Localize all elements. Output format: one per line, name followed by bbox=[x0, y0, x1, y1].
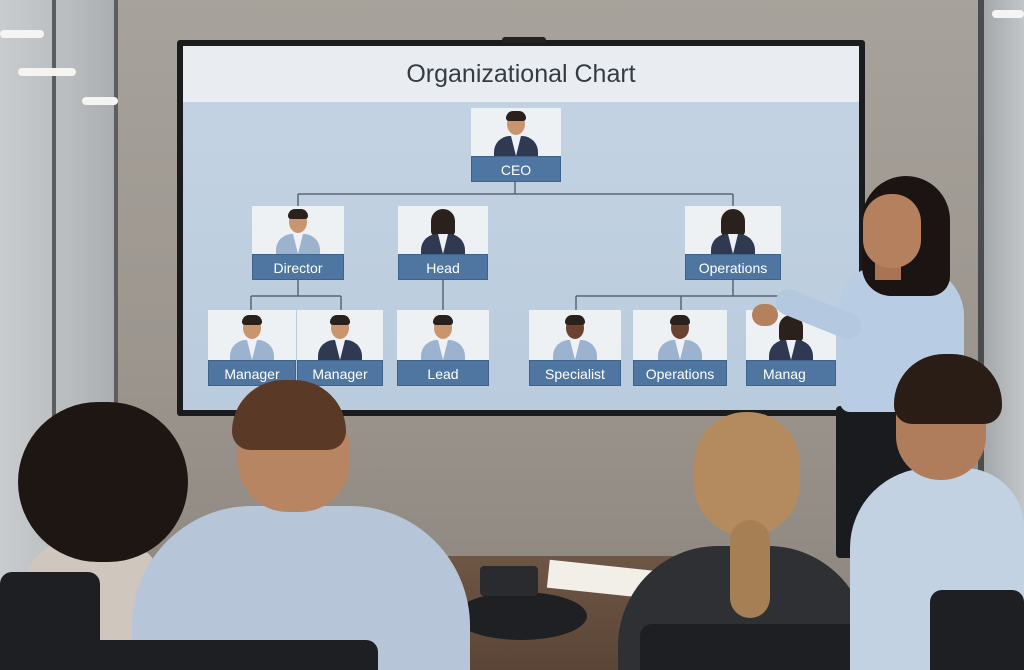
person-icon bbox=[226, 314, 278, 360]
org-node-label: CEO bbox=[471, 156, 561, 182]
ceiling-light bbox=[0, 30, 44, 38]
org-node-label: Director bbox=[252, 254, 344, 280]
glass-wall-right bbox=[978, 0, 1024, 560]
conference-phone-display bbox=[480, 566, 538, 596]
portrait-photo bbox=[208, 310, 296, 360]
portrait-photo bbox=[685, 206, 781, 254]
audience-ponytail bbox=[730, 520, 770, 618]
conference-phone bbox=[455, 592, 587, 640]
person-icon bbox=[549, 314, 601, 360]
org-node-label: Manager bbox=[297, 360, 383, 386]
org-chart-connectors bbox=[250, 182, 794, 310]
org-node-label: Operations bbox=[685, 254, 781, 280]
portrait-photo bbox=[633, 310, 727, 360]
presenter-hand bbox=[752, 304, 778, 326]
person-icon bbox=[314, 314, 366, 360]
org-node-label: Operations bbox=[633, 360, 727, 386]
chair bbox=[0, 572, 100, 670]
org-node-director: Director bbox=[252, 206, 344, 280]
audience-hair-blonde bbox=[694, 412, 800, 536]
person-icon bbox=[707, 208, 759, 254]
ceiling-light bbox=[18, 68, 76, 76]
portrait-photo bbox=[529, 310, 621, 360]
person-icon bbox=[654, 314, 706, 360]
glass-frame bbox=[52, 0, 56, 600]
ceiling-light bbox=[992, 10, 1024, 18]
audience-hair-curly bbox=[18, 402, 188, 562]
org-node-specialist: Specialist bbox=[529, 310, 621, 386]
person-icon bbox=[417, 314, 469, 360]
org-node-manager-2: Manager bbox=[297, 310, 383, 386]
org-node-label: Specialist bbox=[529, 360, 621, 386]
person-icon bbox=[417, 208, 469, 254]
display-camera bbox=[502, 37, 546, 43]
org-node-ceo: CEO bbox=[471, 108, 561, 182]
slide-title-bar bbox=[183, 46, 859, 102]
org-node-head: Head bbox=[398, 206, 488, 280]
chair bbox=[88, 640, 378, 670]
presenter-face bbox=[863, 194, 921, 268]
audience-hair bbox=[232, 380, 346, 450]
ceiling-light bbox=[82, 97, 118, 105]
portrait-photo bbox=[471, 108, 561, 156]
glass-frame bbox=[978, 0, 984, 560]
person-icon bbox=[490, 110, 542, 156]
person-icon bbox=[765, 314, 817, 360]
chair bbox=[930, 590, 1024, 670]
org-node-manager-1: Manager bbox=[208, 310, 296, 386]
org-node-label: Lead bbox=[397, 360, 489, 386]
audience-hair bbox=[894, 354, 1002, 424]
slide-title: Organizational Chart bbox=[406, 60, 636, 88]
presentation-slide: Organizational Chart bbox=[183, 46, 859, 410]
org-node-operations-bottom: Operations bbox=[633, 310, 727, 386]
person-icon bbox=[272, 208, 324, 254]
org-node-label: Head bbox=[398, 254, 488, 280]
wall-display: Organizational Chart bbox=[177, 37, 865, 416]
portrait-photo bbox=[252, 206, 344, 254]
org-node-label: Manag bbox=[746, 360, 836, 386]
portrait-photo bbox=[297, 310, 383, 360]
org-node-operations-top: Operations bbox=[685, 206, 781, 280]
org-node-lead: Lead bbox=[397, 310, 489, 386]
glass-frame bbox=[114, 0, 118, 600]
portrait-photo bbox=[398, 206, 488, 254]
portrait-photo bbox=[397, 310, 489, 360]
